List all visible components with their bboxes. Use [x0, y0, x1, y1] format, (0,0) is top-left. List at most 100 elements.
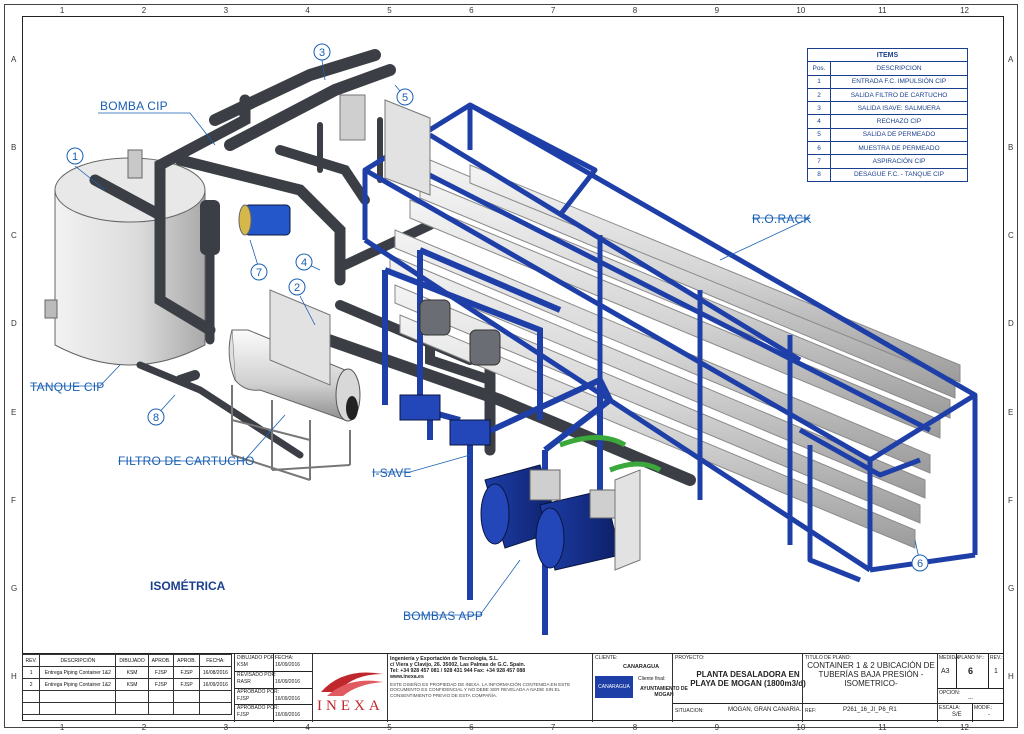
zone-column-label: 11 [878, 6, 887, 15]
company-address: c/ Viera y Clavijo, 26. 35002, Las Palma… [390, 662, 526, 668]
balloon-1: 1 [72, 151, 78, 163]
item-pos: 2 [807, 87, 831, 103]
inexa-logo-block: INEXA [312, 654, 387, 722]
item-desc: ENTRADA F.C. IMPULSIÓN CIP [830, 74, 968, 89]
zone-column-label: 6 [469, 723, 474, 732]
zone-column-label: 4 [305, 723, 310, 732]
item-pos: 4 [807, 114, 831, 129]
balloon-4: 4 [301, 257, 307, 269]
zone-column-label: 6 [469, 6, 474, 15]
zone-row-label: H [1008, 671, 1014, 681]
zone-column-label: 2 [141, 723, 147, 732]
plano-label: PLANO Nº.: [958, 655, 985, 661]
cliente-label: CLIENTE: [595, 655, 618, 661]
zone-row-label: C [1008, 231, 1014, 241]
rev-cell: KSM [115, 678, 149, 691]
cliente-final-label: Cliente final: [638, 676, 666, 682]
instrument-panels [269, 94, 641, 571]
item-pos: 5 [807, 127, 831, 143]
item-desc: MUESTRA DE PERMEADO [830, 141, 968, 156]
rev-header: DIBUJADO [115, 654, 149, 667]
ref-label: REF: [805, 708, 817, 714]
item-desc: DESAGUE F.C. - TANQUE CIP [830, 167, 968, 182]
aprobado1-label: APROBADO POR: [237, 689, 279, 695]
item-pos: 1 [807, 74, 831, 89]
item-desc: SALIDA ISAVE: SALMUERA [830, 101, 968, 116]
proyecto-label: PROYECTO: [675, 655, 705, 661]
fecha-value: 16/09/2016 [275, 696, 301, 702]
situacion-label: SITUACION: [675, 708, 704, 714]
fecha-value: 16/09/2016 [275, 662, 301, 668]
rev-cell: 16/08/2016 [198, 666, 233, 679]
zone-column-label: 11 [878, 723, 887, 732]
items-header-desc: DESCRIPCION [830, 61, 968, 76]
zone-row-label: E [11, 407, 17, 417]
inexa-logo-text: INEXA [317, 698, 384, 714]
balloon-7: 7 [256, 267, 262, 279]
filtro-de-cartucho [228, 329, 361, 481]
company-info: Ingeniería y Exportación de Tecnología, … [387, 654, 592, 722]
item-desc: SALIDA DE PERMEADO [830, 127, 968, 143]
revision-header-row: REV. DESCRIPCIÓN DIBUJADO APROB. APROB. … [21, 654, 233, 667]
zone-column-label: 9 [714, 6, 720, 15]
zone-column-label: 7 [550, 6, 556, 15]
balloon-numbers: 1 2 3 4 5 6 7 8 [72, 47, 923, 570]
fecha-label: FECHA: [275, 655, 294, 661]
zone-column-label: 2 [141, 6, 147, 15]
label-tanque-cip: TANQUE CIP [30, 380, 104, 394]
rev-label: REV.: [990, 655, 1003, 661]
balloon-3: 3 [319, 47, 325, 59]
aprobado1-value: FJSP [237, 696, 250, 702]
rev-header: APROB. [147, 654, 175, 667]
revisado-value: RASR [237, 679, 251, 685]
balloon-2: 2 [294, 282, 300, 294]
item-pos: 7 [807, 154, 831, 169]
signatures-block: DIBUJADO POR: KSM REVISADO POR: RASR APR… [234, 654, 312, 722]
items-title: ITEMS [807, 47, 968, 63]
revisado-label: REVISADO POR: [237, 672, 277, 678]
zone-row-label: B [11, 143, 17, 153]
zone-column-label: 1 [59, 6, 65, 15]
zone-column-label: 9 [714, 723, 720, 732]
outer-border [4, 4, 1018, 728]
medida-label: MEDIDA: [939, 655, 960, 661]
titulo-value: CONTAINER 1 & 2 UBICACIÓN DE TUBERÍAS BA… [807, 661, 935, 688]
revision-table: REV. DESCRIPCIÓN DIBUJADO APROB. APROB. … [21, 654, 233, 715]
revision-row: 2 Entrega Piping Container 1&2 KSM FJSP … [21, 678, 233, 691]
rev-header: REV. [21, 654, 41, 667]
rev-cell: FJSP [147, 666, 175, 679]
tanque-cip [44, 149, 206, 366]
zone-column-label: 12 [960, 6, 969, 15]
ro-rack-frame [362, 102, 978, 583]
label-bombas-app: BOMBAS APP [403, 609, 483, 623]
rev-cell: FJSP [173, 666, 200, 679]
dibujado-label: DIBUJADO POR: [237, 655, 276, 661]
zone-column-label: 10 [796, 6, 806, 15]
inexa-logo-icon [321, 672, 383, 696]
zone-column-label: 3 [223, 723, 229, 732]
escala-value: S/E [952, 712, 962, 718]
legal-notice: ESTE DISEÑO ES PROPIEDAD DE INEXA. LA IN… [390, 682, 571, 698]
zone-column-label: 5 [387, 6, 392, 15]
inner-border [22, 16, 1004, 721]
revision-row-empty [21, 702, 233, 715]
rev-cell: 1 [21, 666, 41, 679]
rev-header: FECHA: [198, 654, 233, 667]
isave-units [399, 299, 501, 446]
zone-column-label: 12 [960, 723, 969, 732]
cliente-final-value: AYUNTAMIENTO DE MOGAN [640, 686, 688, 698]
plano-value: 6 [968, 666, 974, 676]
balloon-5: 5 [402, 92, 408, 104]
item-desc: RECHAZO CIP [830, 114, 968, 129]
revision-row-empty [21, 690, 233, 703]
zone-column-label: 3 [223, 6, 229, 15]
rev-cell: FJSP [173, 678, 200, 691]
label-isometrica: ISOMÉTRICA [150, 578, 226, 593]
zone-row-label: F [1008, 495, 1013, 505]
